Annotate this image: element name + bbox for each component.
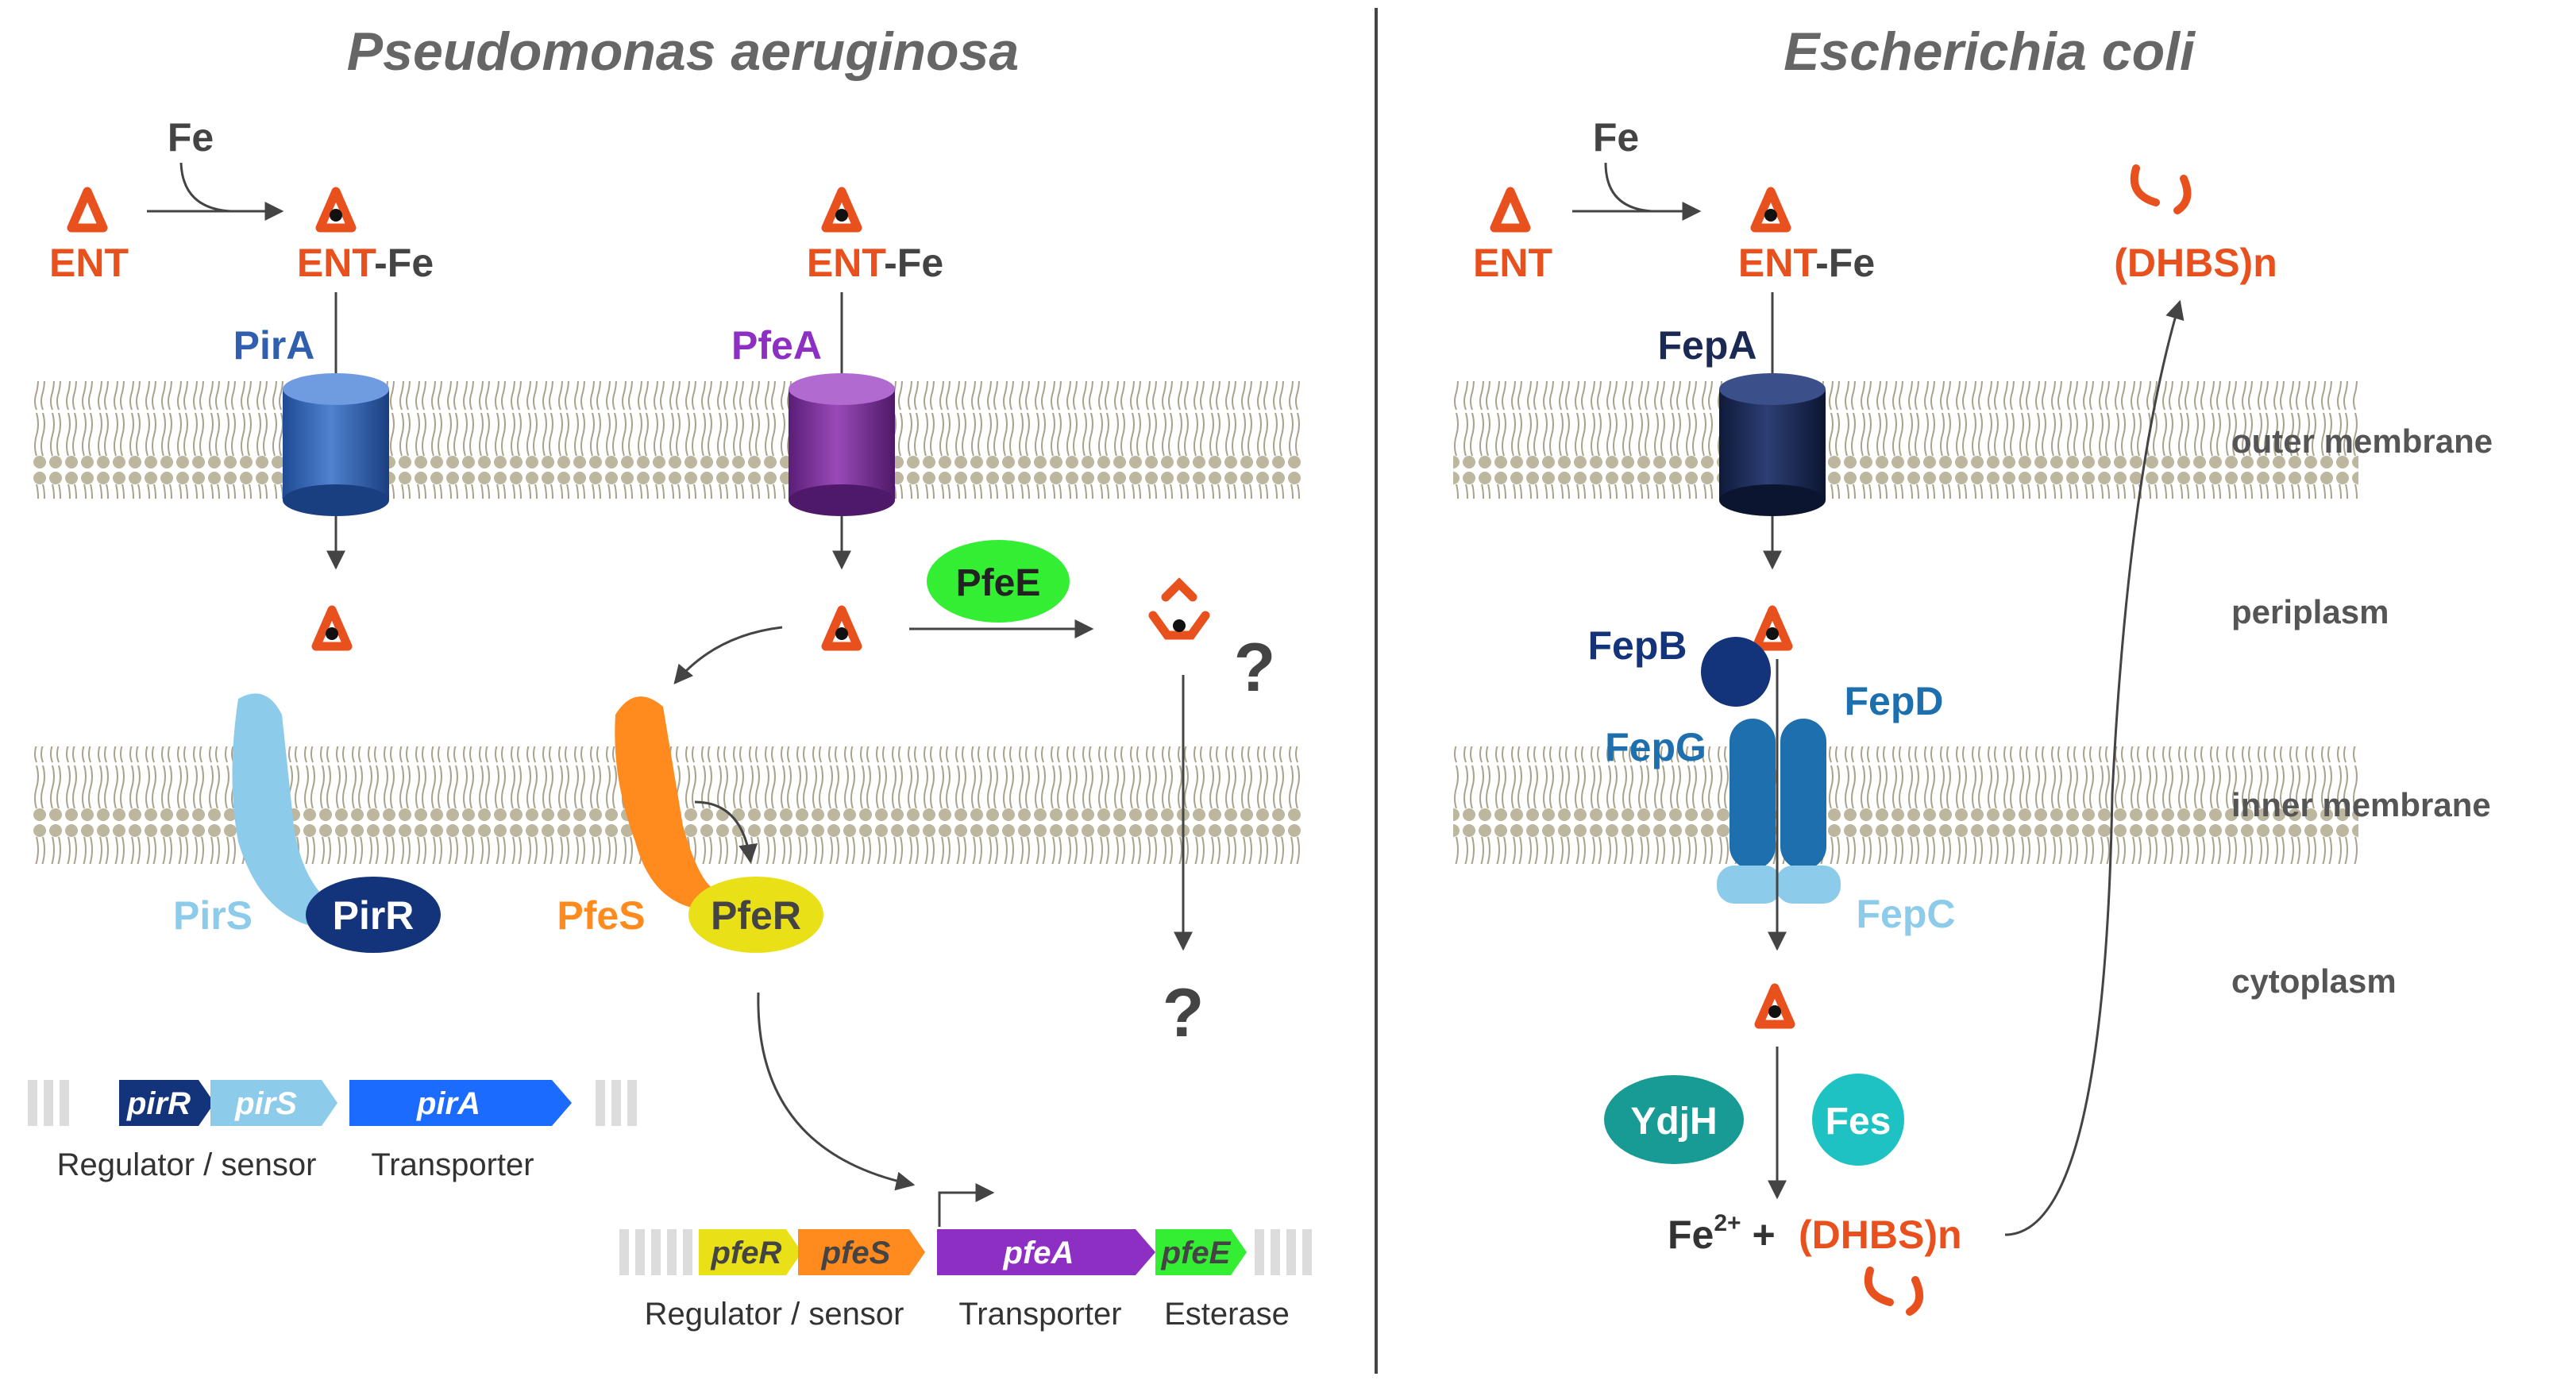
pfes-gene-label: pfeS xyxy=(821,1236,891,1270)
pfe-regulator-sensor-label: Regulator / sensor xyxy=(645,1297,904,1332)
pir-transporter-label: Transporter xyxy=(371,1147,534,1182)
fepd-label: FepD xyxy=(1845,679,1944,723)
pfee-gene-label: pfeE xyxy=(1161,1236,1232,1270)
fepc-label: FepC xyxy=(1857,892,1956,936)
pa-ent-fe-periplasm-1 xyxy=(316,610,348,646)
pfer-activation-arrow xyxy=(757,992,916,1191)
pa-fe-joining-curve xyxy=(179,162,231,213)
pfe-esterase-label: Esterase xyxy=(1164,1297,1290,1332)
fes-enzyme xyxy=(1812,1074,1904,1166)
fepg-label: FepG xyxy=(1605,725,1706,769)
pira-label: PirA xyxy=(233,323,315,368)
ec-fe2-product: Fe2+ + xyxy=(1668,1210,1776,1257)
ec-ent-icon xyxy=(1494,191,1526,228)
pfee-enzyme xyxy=(927,540,1070,623)
pa-ent-fe-icon-2 xyxy=(826,191,858,228)
fepb-binding-protein xyxy=(1701,637,1771,707)
ec-outer-membrane xyxy=(1453,381,2358,499)
pa-ent-label: ENT xyxy=(49,241,129,285)
ec-ent-fe-periplasm xyxy=(1757,610,1788,646)
ec-ent-fe-label: ENT-Fe xyxy=(1738,241,1875,285)
pfe-transporter-label: Transporter xyxy=(958,1297,1121,1332)
fepdgc-complex xyxy=(1717,719,1841,904)
ec-dhbs-product: (DHBS)n xyxy=(1799,1213,1962,1257)
fepd-permease xyxy=(1780,719,1826,869)
pa-outer-membrane xyxy=(32,381,1302,499)
pir-regulator-sensor-label: Regulator / sensor xyxy=(57,1147,317,1182)
pirs-sensor xyxy=(232,693,334,929)
ec-inner-membrane xyxy=(1453,746,2358,864)
ec-dhbs-fragment-icon-top xyxy=(2130,164,2192,214)
pfee-gene xyxy=(1155,1229,1247,1275)
fepc-atpase-right xyxy=(1776,866,1841,904)
pirr-gene xyxy=(119,1080,214,1126)
pira-gene xyxy=(349,1080,572,1126)
pfes-label: PfeS xyxy=(557,893,645,938)
pa-ent-fe-icon-1 xyxy=(320,191,352,228)
fes-label: Fes xyxy=(1826,1101,1892,1143)
pfer-regulator xyxy=(688,877,823,953)
ec-dhbs-fragment-icon-bottom xyxy=(1864,1267,1924,1316)
outer-membrane-label: outer membrane xyxy=(2231,422,2493,460)
pira-transporter xyxy=(283,373,389,516)
fepg-permease xyxy=(1730,719,1776,869)
ec-ent-fe-cytoplasm xyxy=(1759,988,1791,1024)
right-panel-title: Escherichia coli xyxy=(1784,21,2196,82)
fepb-label: FepB xyxy=(1588,623,1687,668)
pfer-gene xyxy=(699,1229,802,1275)
pa-ent-icon xyxy=(71,191,103,228)
pa-ent-hydrolyzed-icon xyxy=(1148,577,1210,640)
pirr-gene-label: pirR xyxy=(126,1086,191,1121)
pfee-label: PfeE xyxy=(956,562,1041,604)
cytoplasm-label: cytoplasm xyxy=(2231,962,2397,1000)
pirr-label: PirR xyxy=(333,893,415,938)
ec-fe-joining-curve xyxy=(1604,162,1652,213)
pir-gene-cluster: pirR pirS pirA xyxy=(28,1080,637,1126)
pfe-gene-cluster: pfeR pfeS pfeA pfeE xyxy=(619,1229,1312,1275)
inner-membrane-label: inner membrane xyxy=(2231,786,2491,823)
pfea-transporter xyxy=(789,373,895,516)
pfes-phosphotransfer-arrow xyxy=(694,800,758,864)
pfea-gene-label: pfeA xyxy=(1003,1236,1074,1270)
pfea-promoter-arrow xyxy=(938,1183,995,1227)
pa-fe-label: Fe xyxy=(168,115,214,160)
periplasm-label: periplasm xyxy=(2231,593,2389,630)
pa-ent-fe-label-2: ENT-Fe xyxy=(807,241,943,285)
pa-ent-fe-periplasm-2 xyxy=(826,610,858,646)
pfea-label: PfeA xyxy=(731,323,822,368)
pirs-gene-label: pirS xyxy=(234,1086,297,1121)
pa-signal-arrow xyxy=(673,626,783,684)
pira-gene-label: pirA xyxy=(416,1086,480,1121)
fepa-transporter xyxy=(1719,373,1826,516)
pfes-gene xyxy=(798,1229,925,1275)
ydjh-label: YdjH xyxy=(1630,1101,1717,1143)
pfes-sensor xyxy=(615,696,715,909)
ec-ent-fe-icon xyxy=(1755,191,1787,228)
pa-question-mark-1: ? xyxy=(1234,630,1276,706)
ec-dhbs-extracellular: (DHBS)n xyxy=(2114,241,2277,285)
ec-fe-label: Fe xyxy=(1593,115,1639,160)
fepa-label: FepA xyxy=(1658,323,1757,368)
pirs-gene xyxy=(210,1080,337,1126)
pirr-regulator xyxy=(306,877,441,953)
ydjh-enzyme xyxy=(1604,1075,1744,1164)
pirs-label: PirS xyxy=(173,893,253,938)
pfea-gene xyxy=(937,1229,1155,1275)
pa-ent-fe-label-1: ENT-Fe xyxy=(297,241,434,285)
ec-ent-label: ENT xyxy=(1473,241,1552,285)
left-panel-title: Pseudomonas aeruginosa xyxy=(347,21,1019,82)
ec-dhbs-export-arrow xyxy=(2004,299,2185,1236)
pfer-label: PfeR xyxy=(711,893,801,938)
pa-question-mark-2: ? xyxy=(1163,975,1205,1051)
pfer-gene-label: pfeR xyxy=(711,1236,782,1270)
fepc-atpase-left xyxy=(1717,866,1782,904)
